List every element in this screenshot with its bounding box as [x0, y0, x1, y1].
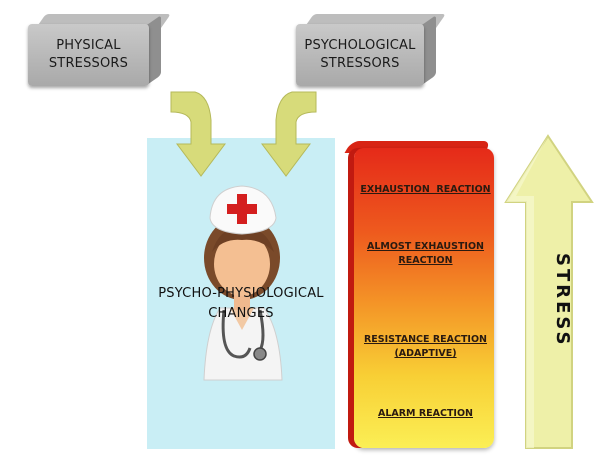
stage-almost-line1: ALMOST EXHAUSTION	[358, 240, 493, 254]
physical-stressors-line1: PHYSICAL	[49, 37, 128, 55]
stage-almost-line2: REACTION	[358, 254, 493, 268]
psychological-stressors-line1: PSYCHOLOGICAL	[304, 37, 415, 55]
stage-almost-exhaustion-reaction: ALMOST EXHAUSTION REACTION	[358, 240, 493, 268]
stage-alarm-line1: ALARM REACTION	[358, 407, 493, 421]
psychological-stressors-line2: STRESSORS	[304, 55, 415, 73]
stage-resistance-line1: RESISTANCE REACTION	[358, 333, 493, 347]
psycho-physiological-changes-label: PSYCHO-PHYSIOLOGICAL CHANGES	[150, 284, 332, 323]
stress-label: STRESS	[553, 253, 573, 323]
curved-arrow-right-icon	[242, 82, 322, 182]
stage-resistance-line2: (ADAPTIVE)	[358, 347, 493, 361]
physical-stressors-box: PHYSICAL STRESSORS	[28, 14, 161, 86]
stage-exhaustion-reaction: EXHAUSTION REACTION	[358, 183, 493, 197]
changes-label-line1: PSYCHO-PHYSIOLOGICAL	[150, 284, 332, 304]
stage-alarm-reaction: ALARM REACTION	[358, 407, 493, 421]
stage-resistance-reaction: RESISTANCE REACTION (ADAPTIVE)	[358, 333, 493, 361]
psychological-stressors-box: PSYCHOLOGICAL STRESSORS	[296, 14, 436, 86]
changes-label-line2: CHANGES	[150, 304, 332, 324]
physical-stressors-line2: STRESSORS	[49, 55, 128, 73]
curved-arrow-left-icon	[165, 82, 245, 182]
stage-exhaustion-line1: EXHAUSTION REACTION	[358, 183, 493, 197]
stress-up-arrow-icon	[500, 130, 596, 452]
